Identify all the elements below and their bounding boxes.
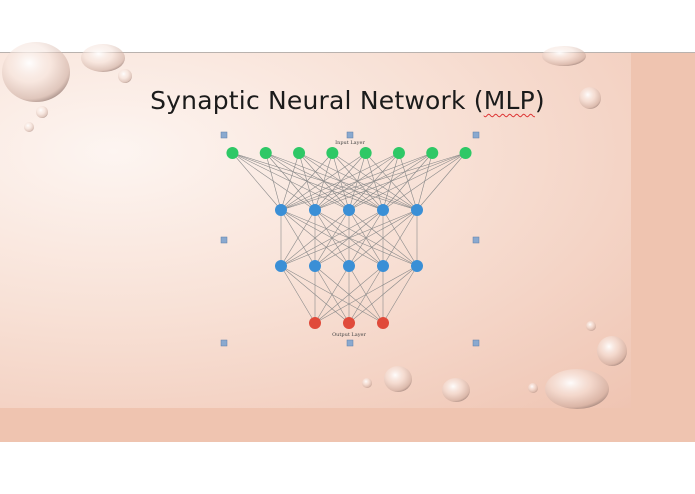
connection-edge: [280, 152, 433, 211]
hidden-2-node: [275, 260, 287, 272]
connection-edge: [365, 152, 418, 211]
droplet-group: [2, 42, 627, 409]
title-end: ): [534, 86, 545, 115]
hidden-2-node: [309, 260, 321, 272]
slide-border: [0, 52, 695, 53]
hidden-1-node: [411, 204, 423, 216]
resize-handle[interactable]: [472, 236, 480, 244]
connection-edge: [348, 152, 466, 211]
hidden-1-node: [275, 204, 287, 216]
connection-edge: [280, 152, 333, 211]
connection-edge: [232, 152, 282, 211]
input-node: [392, 147, 405, 159]
connection-edge: [348, 265, 418, 324]
connection-edge: [280, 209, 418, 267]
selection-handles: [220, 131, 480, 347]
connection-edge: [382, 265, 418, 324]
connection-edge: [348, 209, 418, 267]
connection-edge: [332, 152, 384, 211]
hidden-2-node: [411, 260, 423, 272]
hidden-1-node: [309, 204, 321, 216]
connection-edge: [280, 209, 350, 267]
title-mlp: MLP: [483, 86, 535, 115]
connection-edge: [280, 152, 300, 211]
output-node: [309, 317, 321, 329]
connection-edge: [314, 152, 466, 211]
input-node: [293, 147, 306, 159]
resize-handle[interactable]: [472, 131, 480, 139]
input-layer-label: Input Layer: [335, 140, 365, 146]
connection-edge: [314, 209, 418, 267]
title-text: Synaptic Neural Network (: [150, 86, 484, 115]
input-node: [359, 147, 372, 159]
hidden-2-node: [343, 260, 355, 272]
resize-handle[interactable]: [346, 339, 354, 347]
connection-edge: [314, 265, 350, 324]
connection-edge: [298, 152, 384, 211]
connection-edge: [265, 152, 282, 211]
connection-edge: [280, 152, 400, 211]
connection-edge: [280, 152, 466, 211]
hidden-1-node: [343, 204, 355, 216]
output-node: [343, 317, 355, 329]
connection-edge: [416, 152, 466, 211]
slide-background: [0, 52, 631, 408]
resize-handle[interactable]: [472, 339, 480, 347]
input-node: [226, 147, 239, 159]
input-node: [259, 147, 272, 159]
resize-handle[interactable]: [220, 131, 228, 139]
input-node: [326, 147, 339, 159]
nodes-group: [226, 147, 472, 329]
edges-group: [232, 152, 466, 324]
connection-edge: [382, 152, 466, 211]
hidden-1-node: [377, 204, 389, 216]
resize-handle[interactable]: [220, 339, 228, 347]
connection-edge: [280, 152, 366, 211]
connection-edge: [332, 152, 418, 211]
connection-edge: [280, 209, 316, 267]
connection-edge: [280, 209, 384, 267]
resize-handle[interactable]: [220, 236, 228, 244]
input-node: [426, 147, 439, 159]
slide-title: Synaptic Neural Network (MLP): [0, 86, 695, 115]
hidden-2-node: [377, 260, 389, 272]
resize-handle[interactable]: [346, 131, 354, 139]
connection-edge: [314, 265, 384, 324]
connection-edge: [314, 265, 418, 324]
connection-edge: [280, 265, 316, 324]
output-layer-label: Output Layer: [332, 332, 366, 338]
input-node: [459, 147, 472, 159]
connection-edge: [382, 209, 418, 267]
output-node: [377, 317, 389, 329]
